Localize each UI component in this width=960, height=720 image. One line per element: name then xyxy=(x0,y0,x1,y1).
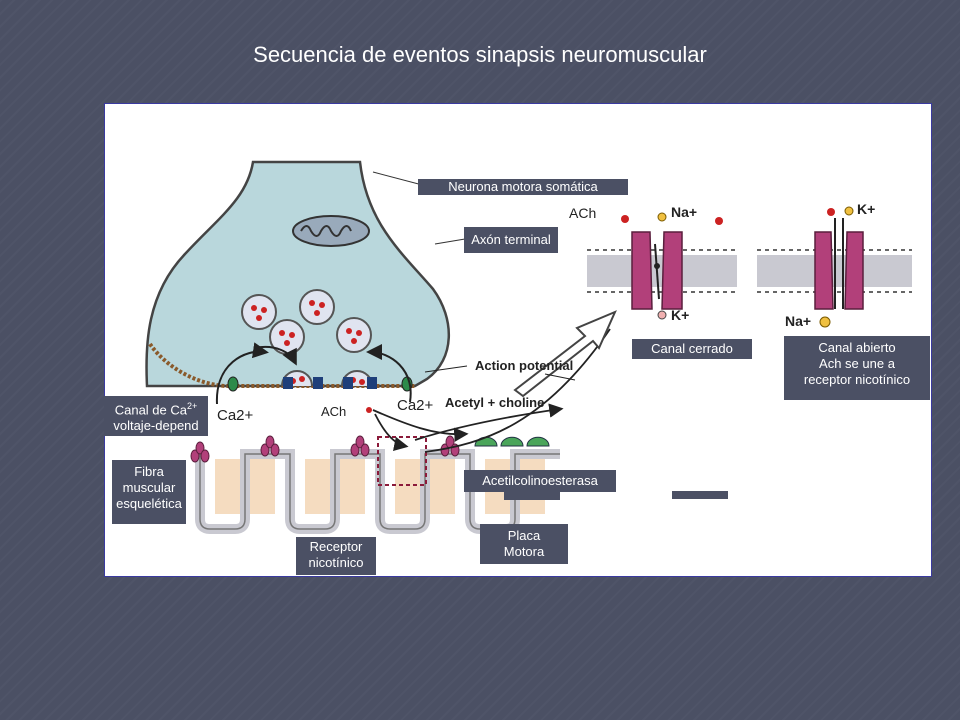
muscle-fiber-folds xyxy=(195,449,560,534)
closed-channel xyxy=(587,212,737,320)
label-placa-motora: Placa Motora xyxy=(480,524,568,564)
label-acetilcolinoesterasa: Acetilcolinoesterasa xyxy=(464,470,616,492)
nicotinic-receptors xyxy=(190,435,460,463)
presynaptic-membrane xyxy=(148,342,415,388)
label-axon-terminal: Axón terminal xyxy=(464,227,558,253)
label-neurona-motora: Neurona motora somática xyxy=(418,179,628,195)
synapse-diagram: Ca2+ Ca2+ ACh Acetyl + choline Action po… xyxy=(145,160,912,534)
ach-channel-text: ACh xyxy=(569,205,596,221)
ca-right-text: Ca2+ xyxy=(397,397,434,414)
dark-bar-2 xyxy=(672,491,728,499)
acetylcholinesterase-enzymes xyxy=(474,436,550,447)
k-closed-text: K+ xyxy=(671,307,689,323)
na-closed-text: Na+ xyxy=(671,204,697,220)
label-receptor-nicotinico: Receptor nicotínico xyxy=(296,537,376,575)
mitochondrion-icon xyxy=(292,215,370,247)
slide-title: Secuencia de eventos sinapsis neuromuscu… xyxy=(253,42,707,67)
label-fibra-muscular: Fibra muscular esquelética xyxy=(112,460,186,524)
label-canal-abierto-line2: Ach se une a xyxy=(819,356,895,371)
label-canal-ca-sup: 2+ xyxy=(187,401,198,411)
axon-terminal-shape xyxy=(145,160,451,388)
dark-bar-1 xyxy=(504,492,560,500)
label-fibra-line1: Fibra xyxy=(134,464,164,479)
label-receptor-line1: Receptor xyxy=(309,539,363,554)
label-fibra-line3: esquelética xyxy=(116,496,182,511)
label-canal-ca-line1: Canal de Ca xyxy=(114,402,187,418)
label-canal-abierto: Canal abierto Ach se une a receptor nico… xyxy=(784,336,930,400)
k-open-text: K+ xyxy=(857,201,875,217)
ach-text: ACh xyxy=(321,404,346,419)
ca-left-text: Ca2+ xyxy=(217,407,254,424)
label-placa-line2: Motora xyxy=(503,544,545,559)
na-open-text: Na+ xyxy=(785,313,811,329)
label-placa-line1: Placa xyxy=(507,528,541,543)
acetyl-choline-text: Acetyl + choline xyxy=(445,395,544,410)
label-canal-abierto-line1: Canal abierto xyxy=(818,340,896,355)
big-arrow xyxy=(513,310,617,398)
label-canal-ca: Canal de Ca2+ voltaje-depend xyxy=(104,396,208,436)
open-channel xyxy=(757,206,912,328)
action-potential-text: Action potential xyxy=(475,358,573,373)
label-fibra-line2: muscular xyxy=(122,480,176,495)
label-canal-cerrado: Canal cerrado xyxy=(632,339,752,359)
label-canal-abierto-line3: receptor nicotínico xyxy=(803,372,911,387)
label-receptor-line2: nicotínico xyxy=(308,555,364,570)
label-canal-ca-line2: voltaje-depend xyxy=(113,418,199,434)
